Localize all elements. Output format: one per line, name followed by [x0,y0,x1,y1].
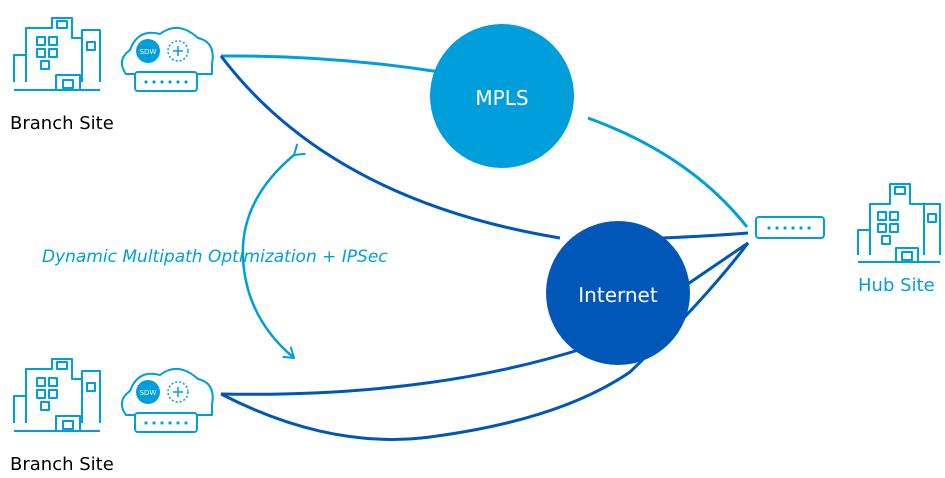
link-branch-top-to-mpls [220,54,441,74]
mpls-circle [430,24,574,168]
cloud-icon [120,368,214,416]
hub-label: Hub Site [858,275,935,296]
router-icon [134,412,198,433]
branch-site-bottom: SDW Branch Site [10,358,214,475]
branch-site-top: SDW Branch Site [10,17,214,134]
hub-router-icon [755,216,825,239]
building-icon [13,17,101,91]
annotation-arc-arrow [241,143,306,359]
sdw-badge-label: SDW [140,389,157,397]
sdw-badge [136,380,160,404]
link-mpls-to-hub [587,116,749,228]
plus-icon [167,40,189,62]
router-icon [134,71,198,92]
hub-site: Hub Site [755,183,941,296]
internet-network: Internet [546,221,690,365]
link-branch-bottom-to-internet [220,345,589,396]
building-icon [857,183,941,263]
mpls-network: MPLS [430,24,574,168]
plus-icon [167,381,189,403]
link-internet-to-hub-1 [661,231,749,240]
annotation-text: Dynamic Multipath Optimization + IPSec [42,247,388,267]
sdwan-device: SDW [120,27,214,92]
link-branch-bottom-to-hub [220,242,750,441]
mpls-label: MPLS [475,86,528,110]
internet-label: Internet [578,283,658,307]
link-branch-top-to-internet [219,55,561,240]
sdw-badge-label: SDW [140,48,157,56]
sdwan-device: SDW [120,368,214,433]
branch-bottom-label: Branch Site [10,454,114,475]
sdw-badge [136,39,160,63]
building-icon [13,358,101,432]
branch-top-label: Branch Site [10,113,114,134]
internet-circle [546,221,690,365]
cloud-icon [120,27,214,75]
